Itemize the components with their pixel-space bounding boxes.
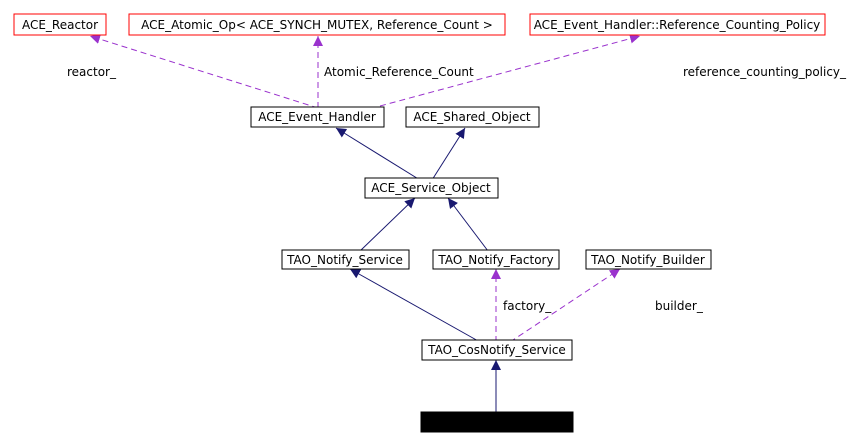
node-ace-shared-object[interactable]: ACE_Shared_Object [405,106,540,128]
node-tao-notify-builder[interactable]: TAO_Notify_Builder [585,249,712,270]
node-ace-reactor[interactable]: ACE_Reactor [13,13,107,36]
node-label: TAO_Notify_Factory [437,253,553,267]
service-object-to-shared-object [431,127,466,181]
factory-edge-label: factory_ [503,299,552,313]
node-label: ACE_Service_Object [371,181,491,195]
node-label: ACE_Shared_Object [413,110,531,124]
node-label: ACE_Event_Handler [258,110,376,124]
node-ace-reference-counting-policy[interactable]: ACE_Event_Handler::Reference_Counting_Po… [529,13,826,36]
cosnotify-to-notify-service [349,268,481,343]
notify-factory-to-service-object [447,197,489,252]
builder-edge-label: builder_ [655,299,704,313]
node-tao-cosnotify-service[interactable]: TAO_CosNotify_Service [421,339,573,361]
node-ace-service-object[interactable]: ACE_Service_Object [364,177,499,199]
node-tao-notify-factory[interactable]: TAO_Notify_Factory [432,249,560,270]
node-tao-notify-service[interactable]: TAO_Notify_Service [281,249,410,270]
edges-layer [89,33,641,413]
builder-edge [509,268,621,343]
node-label: TAO_CosNotify_Service [427,343,566,357]
node-ace-atomic-op[interactable]: ACE_Atomic_Op< ACE_SYNCH_MUTEX, Referenc… [128,13,506,36]
reactor-edge [89,34,319,109]
policy-edge [379,33,641,107]
node-tao-rt-notify-service[interactable]: TAO_RT_Notify_Service [420,411,574,433]
notify-service-to-service-object [359,197,416,252]
edge-labels-layer: reactor_ Atomic_Reference_Count referenc… [67,65,847,313]
node-label: ACE_Atomic_Op< ACE_SYNCH_MUTEX, Referenc… [141,18,493,32]
node-label: ACE_Event_Handler::Reference_Counting_Po… [534,18,821,32]
atomic-edge-label: Atomic_Reference_Count [324,65,474,79]
node-label: TAO_Notify_Builder [590,253,705,267]
policy-edge-label: reference_counting_policy_ [683,65,847,79]
service-object-to-event-handler [335,127,421,181]
node-ace-event-handler[interactable]: ACE_Event_Handler [250,106,385,128]
reactor-edge-label: reactor_ [67,65,117,79]
node-label: TAO_Notify_Service [286,253,403,267]
node-label: ACE_Reactor [22,18,98,32]
node-label: TAO_RT_Notify_Service [428,415,565,429]
nodes-layer: ACE_Reactor ACE_Atomic_Op< ACE_SYNCH_MUT… [13,13,826,433]
